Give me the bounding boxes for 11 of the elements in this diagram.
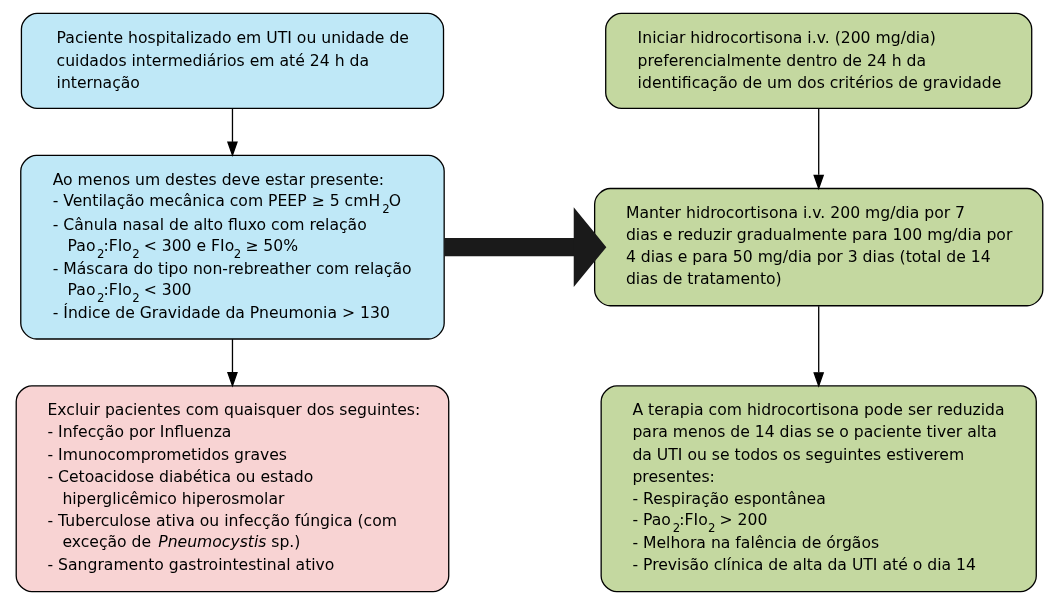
arrow [813,305,825,388]
node-box: Ao menos um destes deve estar presente: - Ventilação mecânica com PEEP ≥ 5 cmH$_{2}$O - Cânula nasal de alto fluxo com relação Pao$_{2}$:FIo$_{2}$ < 300 e FIo$_{2}$ ≥ 50% - Máscara do tipo non-rebreather com relação Pao$_{2}$:FIo$_{2}$ < 300 - Índice de Gravidade da Pneumonia > 130 [20,154,445,340]
node-box: Excluir pacientes com quaisquer dos seguintes: - Infecção por Influenza - Imunocomprometidos graves - Cetoacidose diabética ou estado hiperglicêmico hiperosmolar - Tuberculose ativa ou infecção fúngica (com exceção de Pneumocystis sp.) - Sangramento gastrointestinal ativo [15,385,450,593]
arrow [444,207,607,288]
arrow [227,107,238,158]
node-box: Iniciar hidrocortisona i.v. (200 mg/dia) preferencialmente dentro de 24 h da identificação de um dos critérios de gravidade [605,12,1033,110]
arrow [227,338,238,388]
node-box: A terapia com hidrocortisona pode ser reduzida para menos de 14 dias se o paciente tiver alta da UTI ou se todos os seguintes estiverem presentes: - Respiração espontânea - Pao$_{2}$:FIo$_{2}$ > 200 - Melhora na falência de órgãos - Previsão clínica de alta da UTI até o dia 14 [600,385,1037,593]
node-box: Manter hidrocortisona i.v. 200 mg/dia por 7 dias e reduzir gradualmente para 100 mg/dia por 4 dias e para 50 mg/dia por 3 dias (total de 14 dias de tratamento) [594,187,1044,307]
node-box: Paciente hospitalizado em UTI ou unidade de cuidados intermediários em até 24 h da internação [20,12,445,110]
arrow [813,107,825,191]
